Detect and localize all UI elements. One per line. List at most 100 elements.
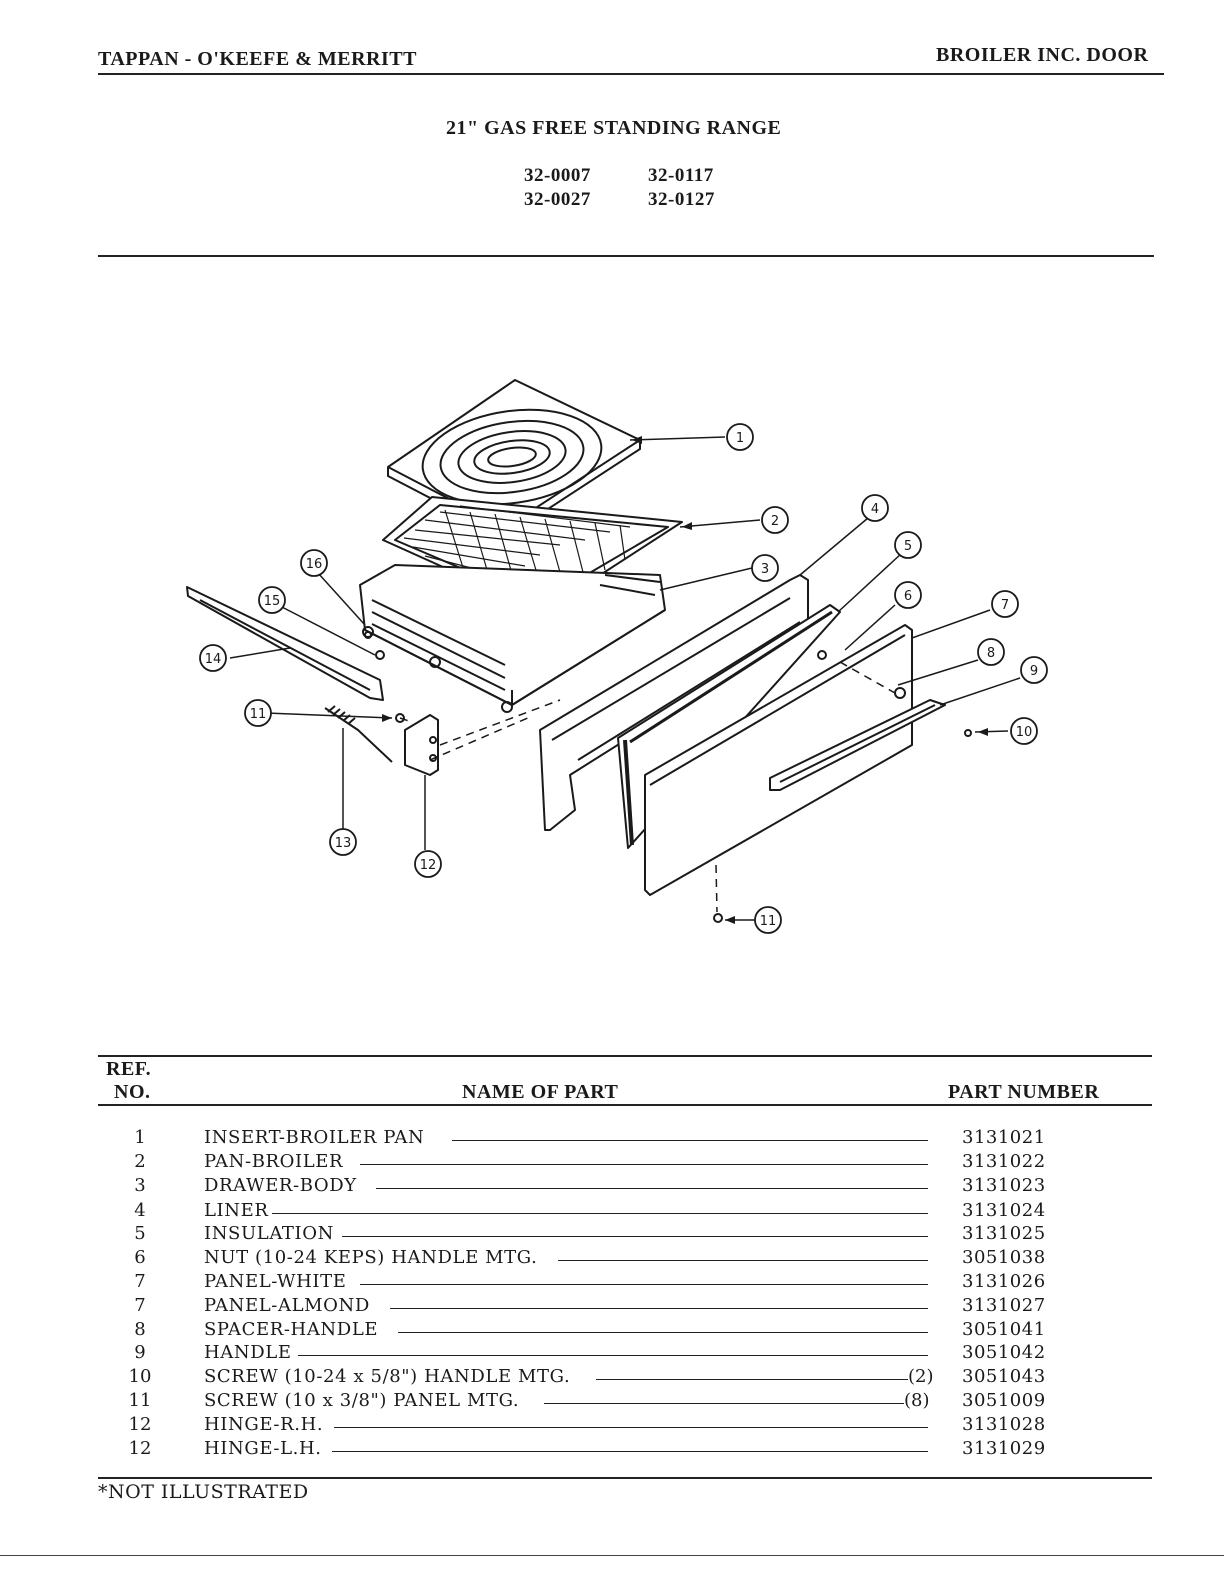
ref-number: 8 <box>134 1319 146 1340</box>
callout-label: 13 <box>335 836 352 851</box>
page-title: 21" GAS FREE STANDING RANGE <box>446 117 782 139</box>
part-name: INSULATION <box>204 1223 334 1244</box>
ref-number: 2 <box>134 1151 146 1172</box>
table-row: 5 INSULATION 3131025 <box>0 1223 1224 1247</box>
part-name: PAN-BROILER <box>204 1151 344 1172</box>
leader-line <box>376 1188 928 1189</box>
table-row: 4 LINER 3131024 <box>0 1200 1224 1224</box>
callout-label: 4 <box>871 502 879 517</box>
callout-label: 10 <box>1016 725 1033 740</box>
spring-drawing <box>324 705 393 763</box>
screw-drawing <box>375 650 385 660</box>
ref-number: 10 <box>128 1366 152 1387</box>
callout-label: 2 <box>771 514 779 529</box>
leader-line <box>398 1332 928 1333</box>
ref-number: 7 <box>134 1295 146 1316</box>
part-number: 3051009 <box>962 1390 1046 1411</box>
footnote: *NOT ILLUSTRATED <box>98 1481 309 1503</box>
table-row: 11 SCREW (10 x 3/8") PANEL MTG. (8) 3051… <box>0 1390 1224 1414</box>
table-row: 12 HINGE-R.H. 3131028 <box>0 1414 1224 1438</box>
callout-label: 12 <box>420 858 437 873</box>
table-header-rule <box>98 1104 1152 1106</box>
table-row: 7 PANEL-ALMOND 3131027 <box>0 1295 1224 1319</box>
table-row: 8 SPACER-HANDLE 3051041 <box>0 1319 1224 1343</box>
section-title: BROILER INC. DOOR <box>936 44 1149 66</box>
table-bottom-rule <box>98 1477 1152 1479</box>
part-number: 3131029 <box>962 1438 1046 1459</box>
part-name: NUT (10-24 KEPS) HANDLE MTG. <box>204 1247 538 1268</box>
ref-number: 1 <box>134 1127 146 1148</box>
part-number: 3131027 <box>962 1295 1046 1316</box>
hinge-drawing <box>404 714 439 776</box>
ref-number: 12 <box>128 1438 152 1459</box>
callout-label: 9 <box>1030 664 1038 679</box>
table-row: 2 PAN-BROILER 3131022 <box>0 1151 1224 1175</box>
part-number: 3131025 <box>962 1223 1046 1244</box>
ref-number: 9 <box>134 1342 146 1363</box>
title-rule <box>98 255 1154 257</box>
table-row: 6 NUT (10-24 KEPS) HANDLE MTG. 3051038 <box>0 1247 1224 1271</box>
part-name: HINGE-R.H. <box>204 1414 324 1435</box>
part-name: HANDLE <box>204 1342 292 1363</box>
exploded-parts-diagram: 1 2 3 4 5 6 7 8 9 10 11 12 13 14 15 16 1… <box>186 379 1048 934</box>
leader-line <box>332 1451 928 1452</box>
door-panel-drawing <box>644 624 913 896</box>
part-name: DRAWER-BODY <box>204 1175 357 1196</box>
part-number: 3051042 <box>962 1342 1046 1363</box>
brand-title: TAPPAN - O'KEEFE & MERRITT <box>98 48 417 70</box>
callout-label: 7 <box>1001 598 1009 613</box>
leader-line <box>558 1260 928 1261</box>
leader-line <box>334 1427 928 1428</box>
header-rule <box>98 73 1164 75</box>
table-row: 12 HINGE-L.H. 3131029 <box>0 1438 1224 1462</box>
part-name: HINGE-L.H. <box>204 1438 322 1459</box>
leader-line <box>298 1355 928 1356</box>
part-number: 3051038 <box>962 1247 1046 1268</box>
ref-number: 5 <box>134 1223 146 1244</box>
leader-line <box>596 1379 908 1380</box>
table-row: 1 INSERT-BROILER PAN 3131021 <box>0 1127 1224 1151</box>
part-number: 3131026 <box>962 1271 1046 1292</box>
callout-label: 16 <box>306 557 323 572</box>
callout-label: 14 <box>205 652 222 667</box>
table-row: 9 HANDLE 3051042 <box>0 1342 1224 1366</box>
leader-line <box>272 1213 928 1214</box>
part-name: SCREW (10-24 x 5/8") HANDLE MTG. <box>204 1366 571 1387</box>
callout-label: 6 <box>904 589 912 604</box>
part-number: 3051041 <box>962 1319 1046 1340</box>
quantity: (8) <box>904 1390 930 1411</box>
model-number: 32-0007 <box>524 165 591 186</box>
part-name: PANEL-WHITE <box>204 1271 347 1292</box>
door-handle-drawing <box>769 699 946 791</box>
quantity: (2) <box>908 1366 934 1387</box>
callout-label: 8 <box>987 646 995 661</box>
ref-number: 7 <box>134 1271 146 1292</box>
leader-line <box>390 1308 928 1309</box>
callout-label: 3 <box>761 562 769 577</box>
ref-number: 3 <box>134 1175 146 1196</box>
screw-drawing <box>395 713 405 723</box>
callout-label: 5 <box>904 539 912 554</box>
ref-number: 6 <box>134 1247 146 1268</box>
part-number: 3131024 <box>962 1200 1046 1221</box>
ref-number: 11 <box>128 1390 152 1411</box>
part-name: LINER <box>204 1200 269 1221</box>
page-bottom-rule <box>0 1555 1224 1556</box>
leader-line <box>342 1236 928 1237</box>
table-row: 10 SCREW (10-24 x 5/8") HANDLE MTG. (2) … <box>0 1366 1224 1390</box>
part-number: 3051043 <box>962 1366 1046 1387</box>
callout-label: 15 <box>264 594 281 609</box>
part-number-header: PART NUMBER <box>948 1081 1100 1103</box>
name-header: NAME OF PART <box>462 1081 619 1103</box>
ref-number: 12 <box>128 1414 152 1435</box>
part-number: 3131021 <box>962 1127 1046 1148</box>
model-number: 32-0027 <box>524 189 591 210</box>
ref-header: NO. <box>114 1081 151 1103</box>
part-name: SCREW (10 x 3/8") PANEL MTG. <box>204 1390 520 1411</box>
slide-rail-drawing <box>186 586 384 701</box>
table-row: 3 DRAWER-BODY 3131023 <box>0 1175 1224 1199</box>
ref-number: 4 <box>134 1200 146 1221</box>
table-top-rule <box>98 1055 1152 1057</box>
model-number: 32-0117 <box>648 165 714 186</box>
table-row: 7 PANEL-WHITE 3131026 <box>0 1271 1224 1295</box>
